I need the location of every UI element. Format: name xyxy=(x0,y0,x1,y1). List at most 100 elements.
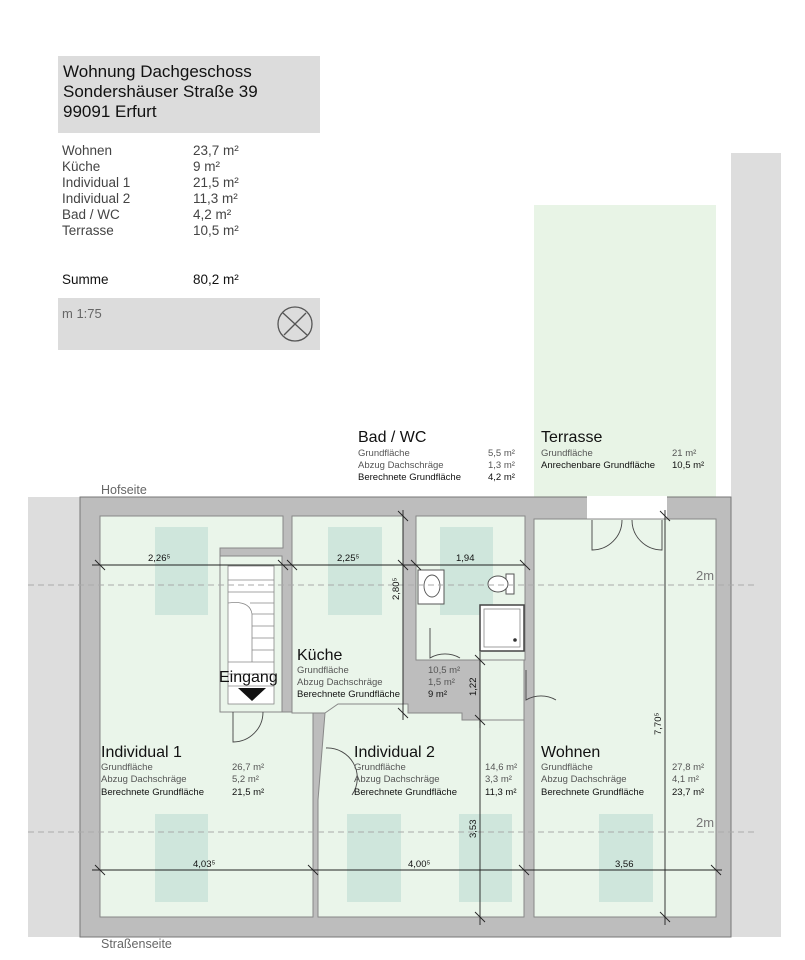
area-label: Bad / WC xyxy=(62,207,120,222)
room-label-bad: Bad / WC Grundfläche 5,5 m² Abzug Dachsc… xyxy=(358,429,515,483)
room-row-value: 21,5 m² xyxy=(232,787,264,798)
area-value: 10,5 m² xyxy=(193,223,239,238)
dimension-lines xyxy=(92,510,722,925)
area-label: Individual 2 xyxy=(62,191,131,206)
dim-bad-top: 1,94 xyxy=(456,553,475,564)
room-row-value: 27,8 m² xyxy=(672,762,704,773)
area-label: Individual 1 xyxy=(62,175,131,190)
skylight xyxy=(155,527,208,615)
room-row-label: Abzug Dachschräge xyxy=(541,774,627,785)
room-row-value: 26,7 m² xyxy=(232,762,264,773)
label-strassenseite: Straßenseite xyxy=(101,937,172,951)
room-row-value: 11,3 m² xyxy=(485,787,517,798)
room-row-label: Abzug Dachschräge xyxy=(101,774,187,785)
room-label-terrasse: Terrasse Grundfläche 21 m² Anrechenbare … xyxy=(541,429,704,471)
room-label-individual-1: Individual 1 Grundfläche 26,7 m² Abzug D… xyxy=(101,744,264,798)
room-row-value: 3,3 m² xyxy=(485,774,512,785)
grid-label-2m: 2m xyxy=(696,815,714,830)
neighbour-right xyxy=(731,153,781,937)
hallway xyxy=(479,659,525,721)
room-row-value: 14,6 m² xyxy=(485,762,517,773)
area-value: 4,2 m² xyxy=(193,207,232,222)
room-row-value: 5,2 m² xyxy=(232,774,259,785)
room-row-label: Grundfläche xyxy=(541,448,593,459)
dim-ind1-bottom: 4,03⁵ xyxy=(193,859,215,870)
skylight xyxy=(440,527,493,615)
skylight xyxy=(347,814,401,902)
terrace-area xyxy=(534,205,716,500)
dim-ind1-top: 2,26⁵ xyxy=(148,553,170,564)
room-row-label: Grundfläche xyxy=(354,762,406,773)
room-name: Bad / WC xyxy=(358,429,426,446)
title-line-1: Wohnung Dachgeschoss xyxy=(63,62,252,81)
skylight xyxy=(459,814,512,902)
room-row-label: Berechnete Grundfläche xyxy=(354,787,457,798)
info-panel: Wohnung Dachgeschoss Sondershäuser Straß… xyxy=(58,56,320,350)
room-row-value: 10,5 m² xyxy=(672,460,704,471)
label-eingang: Eingang xyxy=(219,669,278,686)
skylight xyxy=(328,527,382,615)
title-line-2: Sondershäuser Straße 39 xyxy=(63,82,258,101)
room-name: Terrasse xyxy=(541,429,602,446)
area-sum: Summe 80,2 m² xyxy=(62,272,239,287)
dim-kueche-v: 2,80⁵ xyxy=(391,578,402,600)
info-footer: m 1:75 xyxy=(58,298,320,350)
terrace-opening xyxy=(587,496,667,520)
room-name: Individual 2 xyxy=(354,744,435,761)
area-value: 11,3 m² xyxy=(193,191,238,206)
area-label: Wohnen xyxy=(62,143,113,158)
area-value: 9 m² xyxy=(193,159,220,174)
room-label-kueche: Küche Grundfläche 10,5 m² Abzug Dachschr… xyxy=(297,647,460,700)
room-label-wohnen: Wohnen Grundfläche 27,8 m² Abzug Dachsch… xyxy=(541,744,704,798)
info-header: Wohnung Dachgeschoss Sondershäuser Straß… xyxy=(58,56,320,133)
skylight xyxy=(155,814,208,902)
room-label-individual-2: Individual 2 Grundfläche 14,6 m² Abzug D… xyxy=(354,744,517,798)
shower-icon xyxy=(479,604,525,652)
room-row-label: Abzug Dachschräge xyxy=(297,677,383,688)
room-row-label: Grundfläche xyxy=(297,665,349,676)
grid-label-2m: 2m xyxy=(696,568,714,583)
room-row-value: 5,5 m² xyxy=(488,448,515,459)
sum-label: Summe xyxy=(62,272,109,287)
scale-label: m 1:75 xyxy=(62,306,102,321)
dim-wohnen-v: 7,70⁵ xyxy=(653,713,664,735)
door-swings xyxy=(232,519,663,796)
room-row-value: 21 m² xyxy=(672,448,696,459)
area-row: Küche 9 m² xyxy=(62,159,320,175)
dim-wohnen-bottom: 3,56 xyxy=(615,859,634,870)
entrance-arrow-icon xyxy=(238,688,266,701)
dim-ind2-bottom: 4,00⁵ xyxy=(408,859,430,870)
room-row-value: 4,1 m² xyxy=(672,774,699,785)
room-row-value: 23,7 m² xyxy=(672,787,704,798)
neighbour-left xyxy=(28,497,80,937)
room-row-label: Berechnete Grundfläche xyxy=(297,689,400,700)
dim-flur-v: 1,22 xyxy=(468,678,479,697)
area-label: Küche xyxy=(62,159,101,174)
room-row-label: Grundfläche xyxy=(101,762,153,773)
room-row-label: Berechnete Grundfläche xyxy=(101,787,204,798)
dim-kueche-top: 2,25⁵ xyxy=(337,553,359,564)
dimension-texts: 2,26⁵ 2,25⁵ 1,94 2,80⁵ 1,22 7,70⁵ 3,53 4… xyxy=(148,553,664,870)
room-row-label: Abzug Dachschräge xyxy=(358,460,444,471)
room-name: Wohnen xyxy=(541,744,600,761)
room-name: Küche xyxy=(297,647,342,664)
room-row-label: Grundfläche xyxy=(541,762,593,773)
label-hofseite: Hofseite xyxy=(101,483,147,497)
room-row-value: 1,5 m² xyxy=(428,677,455,688)
toilet-icon xyxy=(487,573,515,595)
room-row-label: Berechnete Grundfläche xyxy=(541,787,644,798)
sink-basin-icon xyxy=(423,574,441,598)
room-row-label: Abzug Dachschräge xyxy=(354,774,440,785)
dim-ind2-v: 3,53 xyxy=(468,820,479,839)
area-row: Bad / WC 4,2 m² xyxy=(62,207,320,223)
sum-value: 80,2 m² xyxy=(193,272,239,287)
room-row-value: 1,3 m² xyxy=(488,460,515,471)
skylight xyxy=(599,814,653,902)
room-name: Individual 1 xyxy=(101,744,182,761)
room-row-label: Berechnete Grundfläche xyxy=(358,472,461,483)
